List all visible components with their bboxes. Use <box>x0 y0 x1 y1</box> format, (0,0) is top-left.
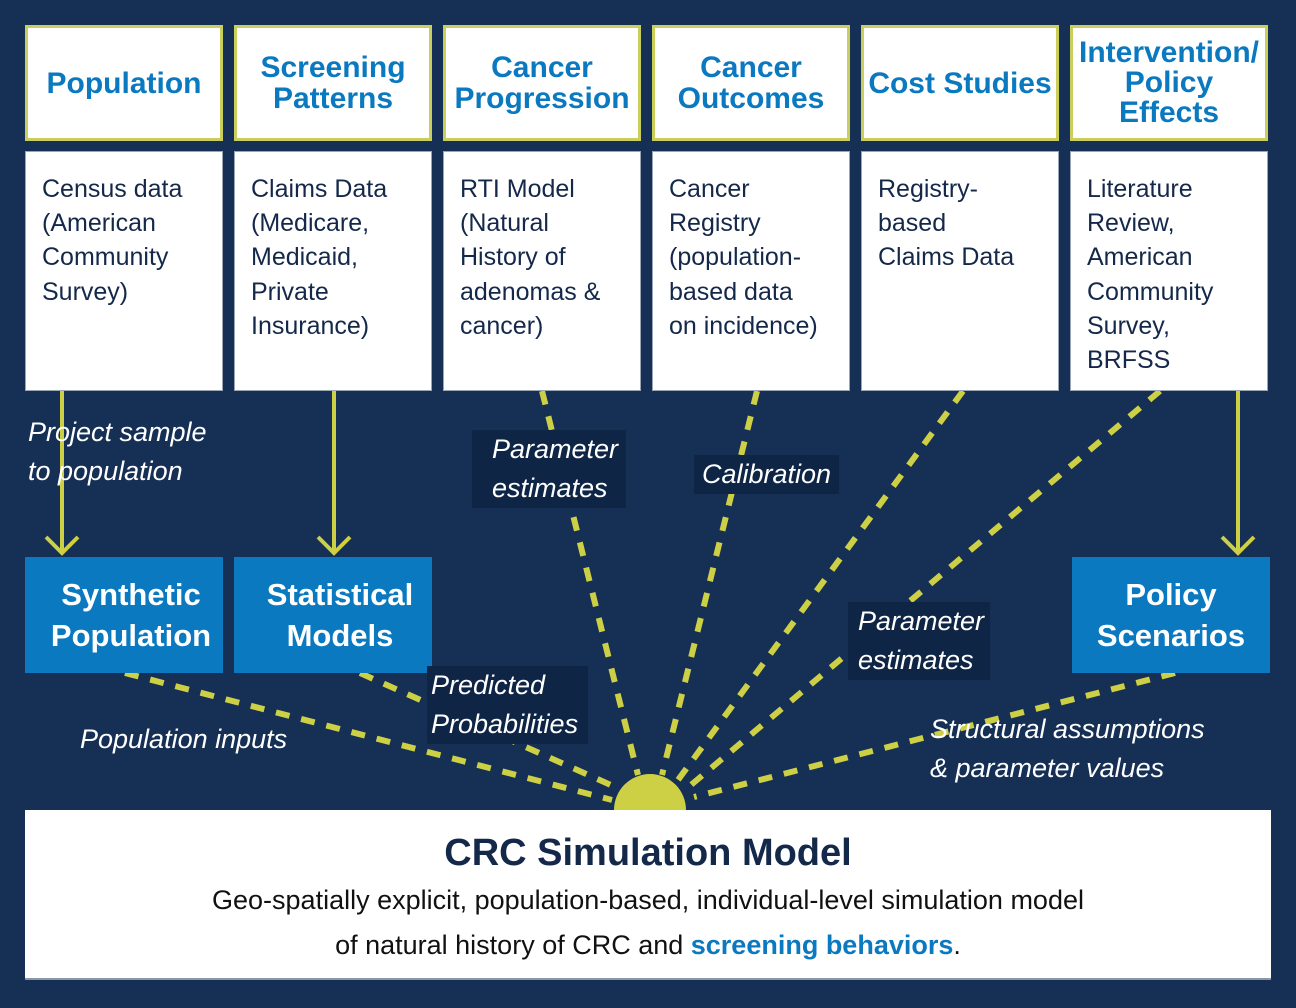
dashed-policy-scenarios-to-model <box>693 670 1176 800</box>
dashed-outcomes-to-model <box>659 390 760 776</box>
description-highlight: screening behaviors <box>690 930 954 960</box>
category-screening-patterns: Screening Patterns <box>234 25 432 141</box>
description-text: of natural history of CRC and <box>335 930 691 960</box>
arrow-source-to-synthetic-population <box>44 391 80 556</box>
source-cancer-registry: Cancer Registry (population- based data … <box>652 151 850 391</box>
model-hub-semicircle <box>614 774 686 810</box>
model-description-line-2: of natural history of CRC and screening … <box>25 923 1271 968</box>
edge-label-predicted-probabilities: Predicted Probabilities <box>427 666 589 744</box>
source-claims-data: Claims Data (Medicare, Medicaid, Private… <box>234 151 432 391</box>
category-label: Cancer Outcomes <box>677 51 825 115</box>
source-literature-review: Literature Review, American Community Su… <box>1070 151 1268 391</box>
source-census-data: Census data (American Community Survey) <box>25 151 223 391</box>
category-label: Population <box>46 66 202 100</box>
category-cancer-outcomes: Cancer Outcomes <box>652 25 850 141</box>
source-rti-model: RTI Model (Natural History of adenomas &… <box>443 151 641 391</box>
edge-label-project-sample: Project sample to population <box>28 417 207 486</box>
category-intervention-policy-effects: Intervention/ Policy Effects <box>1070 25 1268 141</box>
category-population: Population <box>25 25 223 141</box>
edge-label-parameter-estimates-progression: Parameter estimates <box>472 430 627 508</box>
model-title: CRC Simulation Model <box>444 832 852 874</box>
crc-simulation-model-box: CRC Simulation Model Geo-spatially expli… <box>25 810 1271 980</box>
output-synthetic-population: Synthetic Population <box>25 557 223 673</box>
model-description: Geo-spatially explicit, population-based… <box>25 878 1271 968</box>
edge-label-structural-assumptions: Structural assumptions & parameter value… <box>930 714 1205 783</box>
category-cost-studies: Cost Studies <box>861 25 1059 141</box>
edge-label-calibration: Calibration <box>694 455 840 494</box>
category-label: Intervention/ Policy Effects <box>1078 36 1259 129</box>
edge-label-parameter-estimates-cost: Parameter estimates <box>848 602 991 680</box>
category-label: Cancer Progression <box>454 51 630 115</box>
edge-label-population-inputs: Population inputs <box>80 724 288 754</box>
output-statistical-models: Statistical Models <box>234 557 432 673</box>
category-label: Cost Studies <box>868 66 1052 100</box>
output-policy-scenarios: Policy Scenarios <box>1072 557 1270 673</box>
arrow-source-to-policy-scenarios <box>1220 391 1256 556</box>
dashed-cost-to-model <box>675 389 966 782</box>
category-cancer-progression: Cancer Progression <box>443 25 641 141</box>
model-description-line-1: Geo-spatially explicit, population-based… <box>212 885 1084 915</box>
description-period: . <box>953 930 961 960</box>
arrow-source-to-statistical-models <box>316 391 352 556</box>
dashed-synthetic-population-to-model <box>124 670 613 803</box>
category-label: Screening Patterns <box>260 51 406 115</box>
source-registry-claims: Registry- based Claims Data <box>861 151 1059 391</box>
